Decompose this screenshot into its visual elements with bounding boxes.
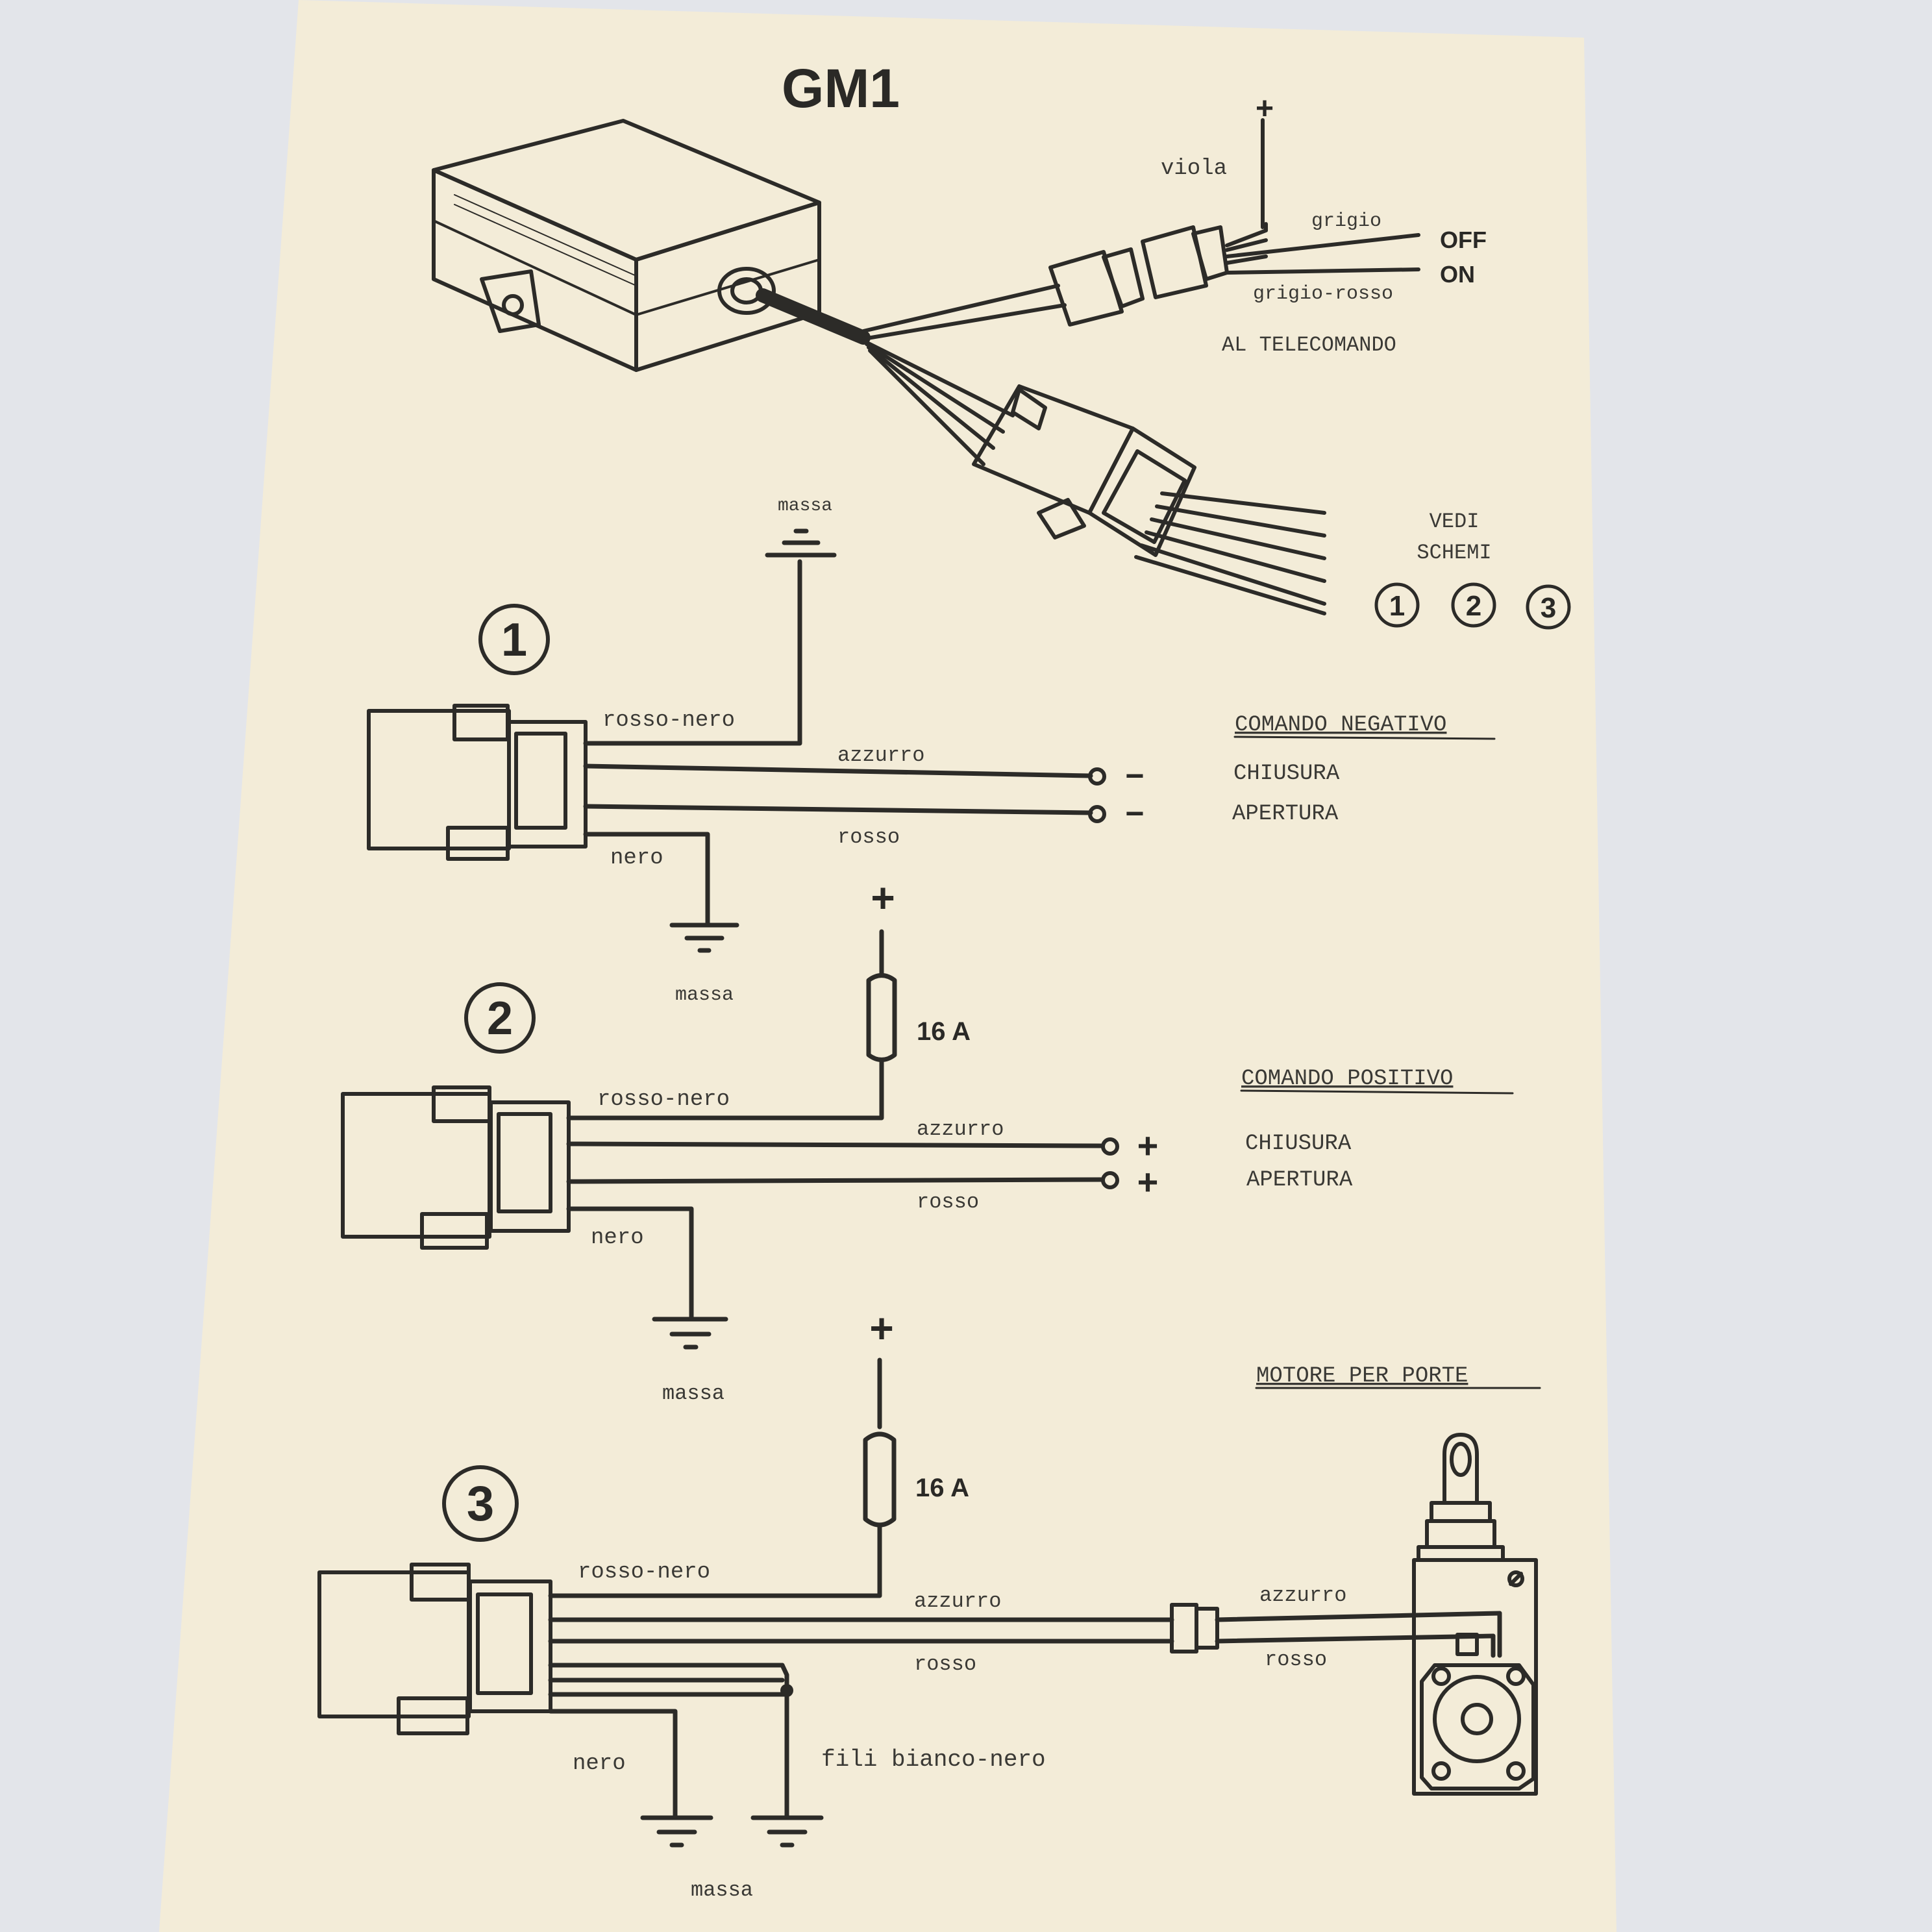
scheme-1-massa-top-label: massa — [778, 496, 832, 516]
scheme-1: 1 massa massa — [367, 496, 1496, 1006]
scheme-1-terminal-chiusura — [1088, 767, 1106, 786]
label-off: OFF — [1440, 227, 1487, 253]
scheme-1-wire-rosso-nero: rosso-nero — [602, 708, 735, 733]
scheme-2-wire-nero: nero — [591, 1226, 644, 1250]
scheme-3-inline-connector — [1170, 1603, 1219, 1653]
scheme-2-plus-apertura: + — [1137, 1161, 1159, 1202]
scheme-3-ground-fili — [750, 1815, 824, 1848]
scheme-3-connector — [317, 1563, 552, 1735]
scheme-1-terminal-apertura — [1088, 805, 1106, 823]
scheme-1-massa-bottom-label: massa — [675, 984, 734, 1006]
scheme-2-plus: + — [871, 874, 895, 921]
scheme-ref-circle-2 — [1451, 582, 1496, 628]
scheme-3-motor-wire-azzurro: azzurro — [1259, 1583, 1346, 1607]
scheme-3-motor-wire-rosso: rosso — [1265, 1648, 1327, 1672]
scheme-reference-circles: 1 2 3 — [1374, 582, 1571, 630]
scheme-1-chiusura: CHIUSURA — [1233, 762, 1340, 786]
scheme-3-wire-rosso-nero: rosso-nero — [578, 1560, 710, 1585]
scheme-2-heading: COMANDO POSITIVO — [1241, 1067, 1453, 1091]
scheme-2-heading-underline — [1240, 1089, 1514, 1095]
scheme-2-wire-rosso: rosso — [917, 1190, 979, 1214]
scheme-3-massa-label: massa — [691, 1878, 753, 1902]
scheme-2: 2 + 16 A + + rosso-nero — [341, 874, 1514, 1406]
label-schemi: SCHEMI — [1417, 541, 1491, 565]
scheme-3-wire-nero: nero — [573, 1752, 626, 1776]
scheme-ref-2: 2 — [1466, 590, 1481, 622]
scheme-2-number: 2 — [487, 993, 513, 1045]
scheme-3-wire-azzurro: azzurro — [914, 1589, 1001, 1613]
scheme-3-heading: MOTORE PER PORTE — [1256, 1364, 1468, 1389]
scheme-ref-3: 3 — [1541, 592, 1556, 624]
scheme-1-heading: COMANDO NEGATIVO — [1235, 713, 1446, 737]
scheme-2-terminal-apertura — [1101, 1171, 1119, 1189]
wire-label-viola: viola — [1161, 156, 1227, 181]
scheme-3-wires — [548, 1357, 1502, 1820]
control-unit — [432, 119, 821, 372]
scheme-2-apertura: APERTURA — [1246, 1168, 1353, 1193]
wire-label-grigio: grigio — [1311, 210, 1381, 232]
remote-wires — [1225, 118, 1420, 275]
main-connector — [972, 384, 1326, 615]
scheme-1-minus-apertura: − — [1125, 795, 1144, 832]
scheme-1-number-circle — [478, 604, 550, 675]
remote-plus-symbol: + — [1256, 92, 1274, 126]
scheme-3-number-circle — [442, 1465, 519, 1542]
scheme-3: 3 — [317, 1305, 1541, 1902]
scheme-2-wire-azzurro: azzurro — [917, 1117, 1004, 1141]
door-motor — [1412, 1433, 1538, 1796]
scheme-2-connector — [341, 1085, 571, 1250]
scheme-2-fuse-label: 16 A — [917, 1017, 971, 1046]
scheme-ref-1: 1 — [1389, 590, 1405, 622]
scheme-2-number-circle — [464, 982, 536, 1054]
page-title: GM1 — [782, 58, 900, 119]
scheme-ref-circle-1 — [1374, 582, 1420, 628]
scheme-3-plus: + — [869, 1305, 893, 1352]
cable-bundle — [756, 284, 1067, 466]
scheme-3-number: 3 — [467, 1476, 494, 1531]
scheme-1-wire-nero: nero — [610, 846, 663, 871]
scheme-1-wire-rosso: rosso — [837, 825, 900, 849]
scheme-2-terminal-chiusura — [1101, 1137, 1119, 1156]
scheme-1-apertura: APERTURA — [1232, 802, 1339, 826]
wire-label-grigio-rosso: grigio-rosso — [1253, 283, 1393, 305]
label-al-telecomando: AL TELECOMANDO — [1222, 333, 1396, 357]
scheme-3-fuse-label: 16 A — [915, 1474, 969, 1502]
scheme-1-minus-chiusura: − — [1125, 758, 1144, 794]
scheme-2-ground — [652, 1317, 728, 1350]
label-on: ON — [1440, 261, 1475, 288]
scheme-1-heading-underline — [1233, 736, 1496, 740]
paper-sheet — [159, 0, 1616, 1932]
scheme-2-chiusura: CHIUSURA — [1245, 1132, 1352, 1156]
scheme-2-wires — [566, 929, 1105, 1322]
scheme-2-massa-label: massa — [662, 1381, 724, 1406]
scheme-2-wire-rosso-nero: rosso-nero — [597, 1087, 730, 1112]
scheme-1-wire-azzurro: azzurro — [837, 743, 924, 767]
scheme-3-junction-dot — [780, 1684, 793, 1697]
label-vedi: VEDI — [1430, 510, 1480, 534]
scheme-2-plus-chiusura: + — [1137, 1125, 1159, 1166]
scheme-1-number: 1 — [501, 614, 527, 666]
scheme-1-connector — [367, 704, 588, 861]
scheme-1-ground-bottom — [669, 923, 739, 953]
scheme-3-fili-label: fili bianco-nero — [821, 1746, 1046, 1773]
scheme-1-wires — [583, 559, 1093, 928]
scheme-3-ground-nero — [640, 1815, 713, 1848]
scheme-ref-circle-3 — [1526, 584, 1571, 630]
scheme-1-ground-top — [765, 528, 837, 558]
scheme-3-wire-rosso: rosso — [914, 1652, 976, 1676]
